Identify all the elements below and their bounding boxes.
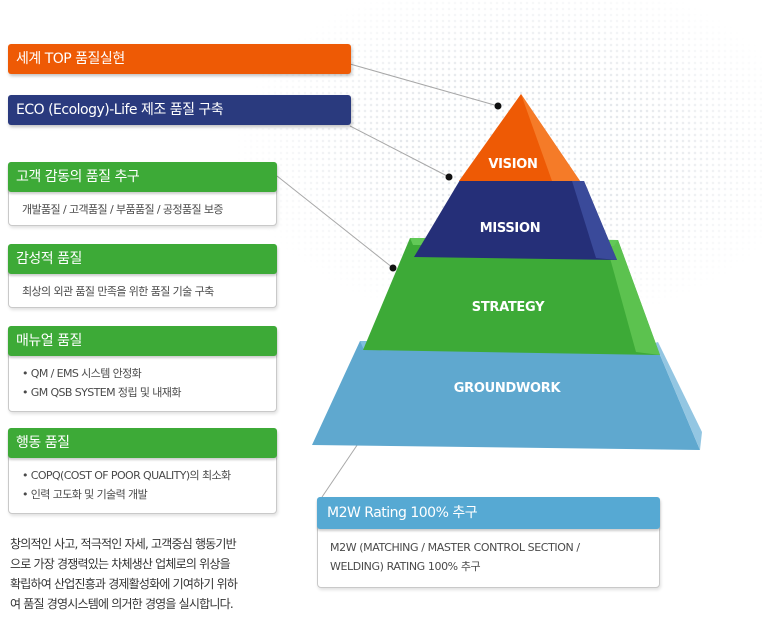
banner-world-top-quality-label: 세계 TOP 품질실현 xyxy=(16,51,125,67)
connector-mission xyxy=(349,125,450,178)
tier-mission: MISSION xyxy=(414,180,617,260)
group-customer-quality-title: 고객 감동의 품질 추구 xyxy=(8,162,277,192)
m2w-rating-line-2: WELDING) RATING 100% 추구 xyxy=(330,560,481,573)
banner-eco-life-quality: ECO (Ecology)-Life 제조 품질 구축 xyxy=(8,95,351,125)
group-manual-quality-line-1: • QM / EMS 시스템 안정화 xyxy=(22,367,142,380)
group-emotional-quality-title: 감성적 품질 xyxy=(8,244,277,274)
quality-policy-summary: 창의적인 사고, 적극적인 자세, 고객중심 행동기반 으로 가장 경쟁력있는 … xyxy=(10,534,285,614)
m2w-rating-title: M2W Rating 100% 추구 xyxy=(317,497,660,529)
group-manual-quality-line-2: • GM QSB SYSTEM 정립 및 내재화 xyxy=(22,386,181,399)
tier-groundwork: GROUNDWORK xyxy=(312,341,702,450)
connector-strategy xyxy=(276,175,394,269)
summary-line-2: 으로 가장 경쟁력있는 차체생산 업체로의 위상을 xyxy=(10,557,231,571)
summary-line-1: 창의적인 사고, 적극적인 자세, 고객중심 행동기반 xyxy=(10,537,237,551)
group-emotional-quality-line: 최상의 외관 품질 만족을 위한 품질 기술 구축 xyxy=(22,285,214,298)
summary-line-3: 확립하여 산업진흥과 경제활성화에 기여하기 위하 xyxy=(10,577,238,591)
connector-dot-mission xyxy=(445,173,453,181)
tier-label-groundwork: GROUNDWORK xyxy=(454,381,562,396)
tier-label-vision: VISION xyxy=(488,157,537,172)
group-manual-quality: 매뉴얼 품질 • QM / EMS 시스템 안정화 • GM QSB SYSTE… xyxy=(8,326,277,412)
group-action-quality: 행동 품질 • COPQ(COST OF POOR QUALITY)의 최소화 … xyxy=(8,428,277,514)
group-emotional-quality: 감성적 품질 최상의 외관 품질 만족을 위한 품질 기술 구축 xyxy=(8,244,277,308)
tier-label-mission: MISSION xyxy=(480,221,541,236)
connector-dot-strategy xyxy=(389,264,397,272)
group-customer-quality-line: 개발품질 / 고객품질 / 부품품질 / 공정품질 보증 xyxy=(22,203,224,216)
connector-vision xyxy=(349,63,499,107)
tier-label-strategy: STRATEGY xyxy=(472,300,545,315)
group-action-quality-line-2: • 인력 고도화 및 기술력 개발 xyxy=(22,488,148,501)
m2w-rating-box: M2W Rating 100% 추구 M2W (MATCHING / MASTE… xyxy=(317,497,660,588)
group-manual-quality-title: 매뉴얼 품질 xyxy=(8,326,277,356)
group-action-quality-title: 행동 품질 xyxy=(8,428,277,458)
summary-line-4: 여 품질 경영시스템에 의거한 경영을 실시합니다. xyxy=(10,597,234,611)
banner-eco-life-quality-label: ECO (Ecology)-Life 제조 품질 구축 xyxy=(16,102,224,118)
connector-dot-vision xyxy=(494,102,502,110)
banner-world-top-quality: 세계 TOP 품질실현 xyxy=(8,44,351,74)
m2w-rating-line-1: M2W (MATCHING / MASTER CONTROL SECTION / xyxy=(330,541,580,554)
tier-vision: VISION xyxy=(459,94,580,181)
group-customer-quality: 고객 감동의 품질 추구 개발품질 / 고객품질 / 부품품질 / 공정품질 보… xyxy=(8,162,277,226)
group-action-quality-line-1: • COPQ(COST OF POOR QUALITY)의 최소화 xyxy=(22,469,231,482)
